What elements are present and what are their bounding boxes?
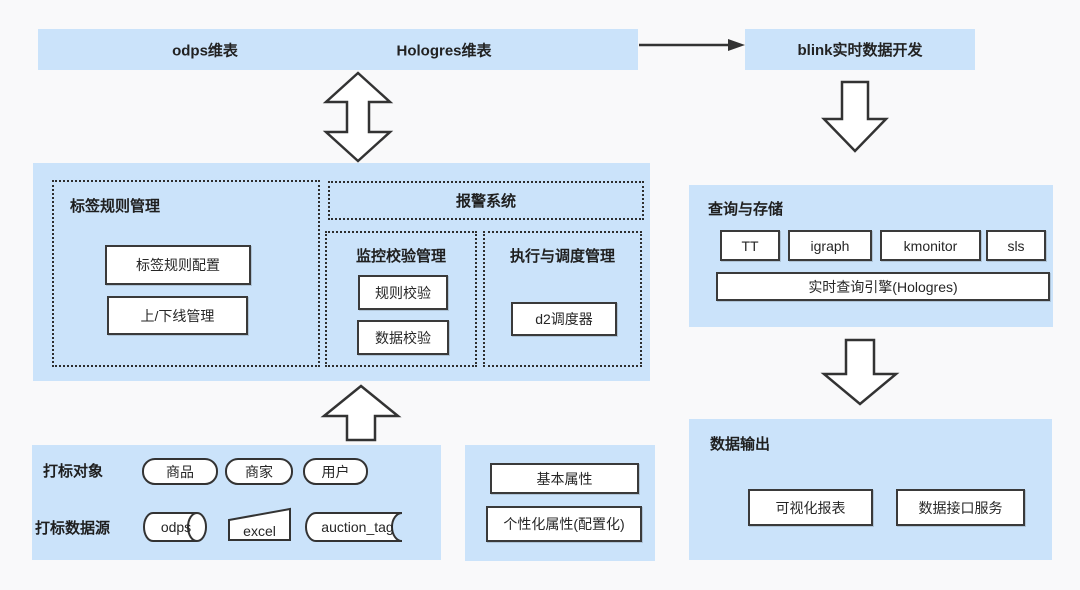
- data-output-title: 数据输出: [710, 436, 771, 453]
- up-arrow-icon: [320, 384, 402, 442]
- rule-platform-panel: 标签规则管理 标签规则配置 上/下线管理 报警系统 监控校验管理 规则校验 数据…: [33, 163, 650, 381]
- attributes-panel: 基本属性 个性化属性(配置化): [465, 445, 655, 561]
- custom-attribute-node: 个性化属性(配置化): [486, 506, 642, 542]
- tag-rule-mgmt-box: 标签规则管理 标签规则配置 上/下线管理: [52, 180, 320, 367]
- object-goods-node: 商品: [142, 458, 218, 485]
- store-sls-node: sls: [986, 230, 1046, 261]
- up-down-arrow-icon: [322, 71, 394, 163]
- online-offline-mgmt-node: 上/下线管理: [107, 296, 248, 335]
- basic-attribute-node: 基本属性: [490, 463, 639, 494]
- tagging-objects-label: 打标对象: [43, 463, 104, 480]
- cylinder-shape-icon: [143, 512, 207, 542]
- alert-system-box: 报警系统: [328, 181, 644, 220]
- down-arrow-icon: [821, 80, 889, 153]
- data-output-panel: 数据输出 可视化报表 数据接口服务: [689, 419, 1052, 560]
- query-storage-title: 查询与存储: [708, 201, 784, 218]
- monitor-check-mgmt-title: 监控校验管理: [355, 248, 446, 265]
- object-merchant-node: 商家: [225, 458, 293, 485]
- tag-rule-mgmt-title: 标签规则管理: [70, 198, 161, 215]
- dim-tables-bar: odps维表 Hologres维表: [38, 29, 638, 70]
- exec-schedule-mgmt-title: 执行与调度管理: [509, 248, 615, 265]
- source-odps-label: odps: [160, 519, 192, 535]
- rule-check-node: 规则校验: [358, 275, 448, 310]
- stored-data-shape-icon: [305, 512, 403, 542]
- source-auction-tag-label: auction_tag: [321, 519, 394, 535]
- tag-rule-config-node: 标签规则配置: [105, 245, 251, 285]
- realtime-query-engine-node: 实时查询引擎(Hologres): [716, 272, 1050, 301]
- d2-scheduler-node: d2调度器: [511, 302, 617, 336]
- monitor-check-mgmt-box: 监控校验管理 规则校验 数据校验: [325, 231, 477, 367]
- source-excel-node: excel: [228, 507, 291, 541]
- right-arrow-connector: [639, 39, 745, 51]
- object-user-node: 用户: [303, 458, 368, 485]
- data-check-node: 数据校验: [357, 320, 449, 355]
- store-kmonitor-node: kmonitor: [880, 230, 981, 261]
- card-shape-icon: [228, 507, 291, 541]
- query-storage-panel: 查询与存储 TT igraph kmonitor sls 实时查询引擎(Holo…: [689, 185, 1053, 327]
- data-api-service-node: 数据接口服务: [896, 489, 1025, 526]
- blink-bar: blink实时数据开发: [745, 29, 975, 70]
- source-auction-tag-node: auction_tag: [302, 512, 413, 542]
- alert-system-title: 报警系统: [455, 193, 516, 210]
- tagging-sources-label: 打标数据源: [35, 520, 111, 537]
- hologres-dim-table-label: Hologres维表: [396, 42, 492, 59]
- store-tt-node: TT: [720, 230, 780, 261]
- tagging-panel: 打标对象 商品 商家 用户 打标数据源 odps excel auction_t…: [32, 445, 441, 560]
- visual-report-node: 可视化报表: [748, 489, 873, 526]
- odps-dim-table-label: odps维表: [172, 42, 238, 59]
- exec-schedule-mgmt-box: 执行与调度管理 d2调度器: [483, 231, 642, 367]
- source-excel-label: excel: [243, 522, 276, 539]
- store-igraph-node: igraph: [788, 230, 872, 261]
- blink-bar-label: blink实时数据开发: [797, 42, 923, 59]
- down-arrow-icon-2: [820, 338, 900, 406]
- source-odps-node: odps: [143, 512, 209, 542]
